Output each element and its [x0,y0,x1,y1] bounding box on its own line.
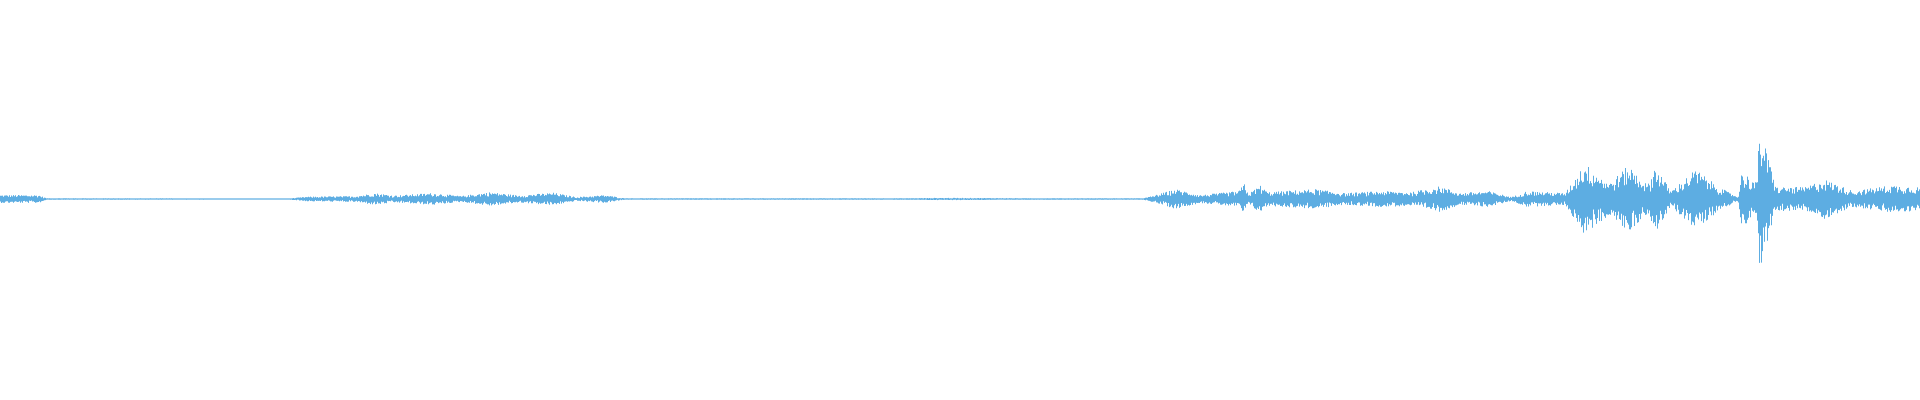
waveform-path [0,143,1920,263]
waveform-bars [0,143,1920,263]
